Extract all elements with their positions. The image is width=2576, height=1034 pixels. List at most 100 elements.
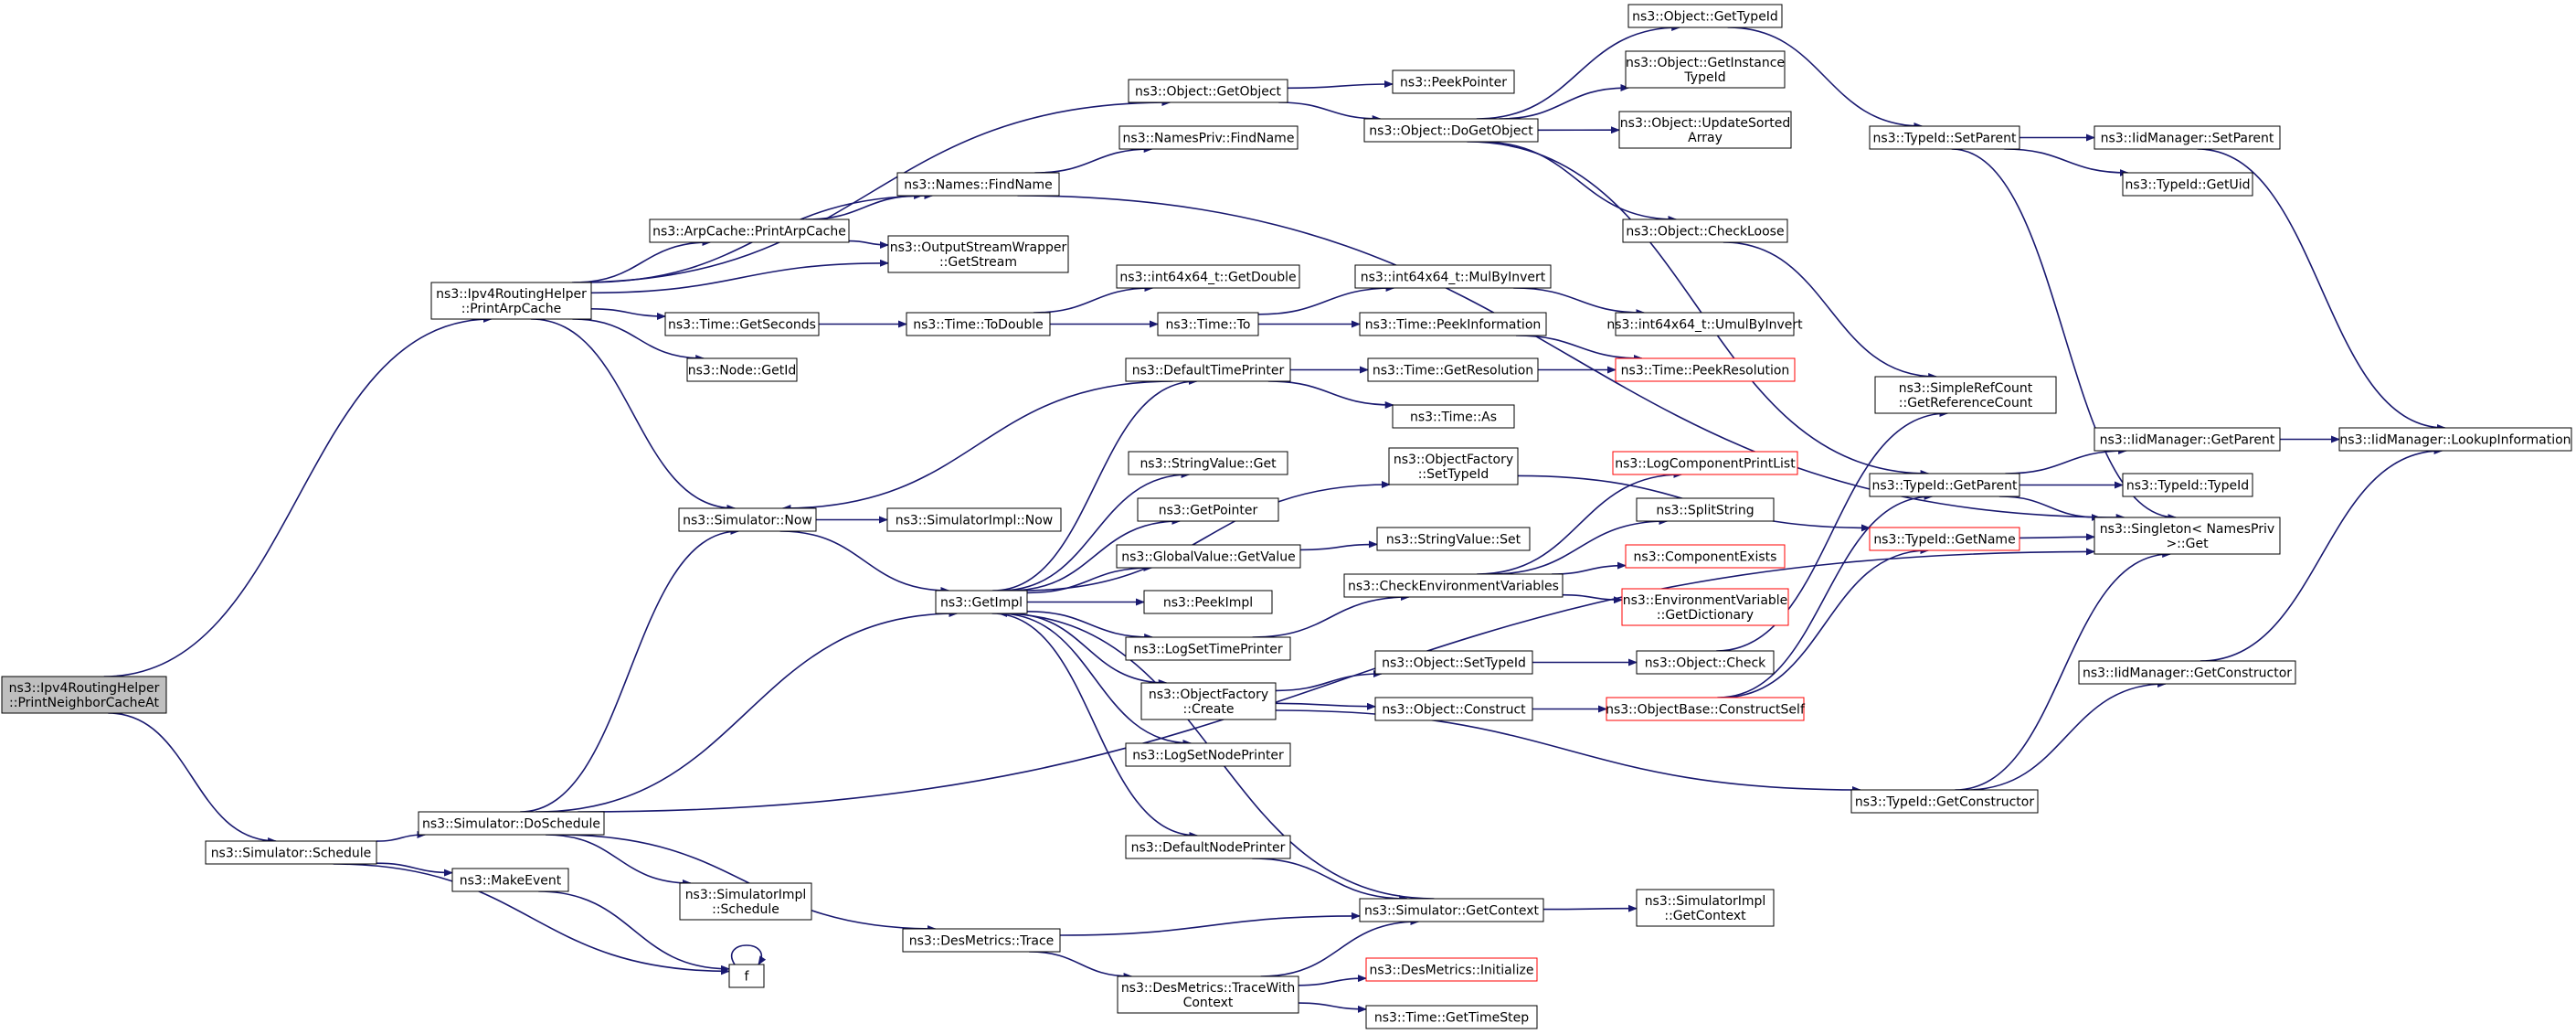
node-globalValueGetValue[interactable]: ns3::GlobalValue::GetValue	[1116, 544, 1301, 569]
node-objFactorySetTypeId[interactable]: ns3::ObjectFactory::SetTypeId	[1388, 447, 1519, 485]
node-label: ns3::PeekImpl	[1163, 596, 1253, 611]
node-box	[1622, 219, 1788, 243]
node-objDoGetObject[interactable]: ns3::Object::DoGetObject	[1363, 118, 1539, 143]
node-label: ns3::DesMetrics::TraceWith	[1121, 981, 1295, 996]
node-logSetTimePrinter[interactable]: ns3::LogSetTimePrinter	[1125, 636, 1291, 661]
call-edge-printArpCache-to-nodeGetId	[572, 318, 705, 362]
node-objCheck[interactable]: ns3::Object::Check	[1636, 650, 1775, 675]
node-iidMgrSetParent[interactable]: ns3::IidManager::SetParent	[2094, 125, 2281, 150]
node-f[interactable]: f	[728, 964, 765, 988]
node-outputStreamGetStream[interactable]: ns3::OutputStreamWrapper::GetStream	[887, 235, 1069, 273]
node-box	[2122, 473, 2253, 497]
node-peekImpl[interactable]: ns3::PeekImpl	[1143, 590, 1273, 614]
node-splitString[interactable]: ns3::SplitString	[1636, 497, 1775, 522]
node-envVarGetDict[interactable]: ns3::EnvironmentVariable::GetDictionary	[1621, 588, 1789, 626]
node-getImpl[interactable]: ns3::GetImpl	[935, 590, 1028, 614]
node-getContext[interactable]: ns3::Simulator::GetContext	[1359, 898, 1544, 922]
node-timeTo[interactable]: ns3::Time::To	[1157, 312, 1259, 336]
node-nodeGetId[interactable]: ns3::Node::GetId	[686, 357, 798, 382]
call-edge-desTraceWith-to-desInit	[1298, 975, 1367, 986]
node-timePeekInformation[interactable]: ns3::Time::PeekInformation	[1359, 312, 1547, 336]
call-edge-printArpCache-to-arpPrintArpCache	[573, 239, 712, 283]
node-simImplNow[interactable]: ns3::SimulatorImpl::Now	[886, 507, 1062, 532]
node-printArpCache[interactable]: ns3::Ipv4RoutingHelper::PrintArpCache	[430, 282, 592, 320]
node-namesFindName[interactable]: ns3::Names::FindName	[896, 172, 1060, 197]
node-componentExists[interactable]: ns3::ComponentExists	[1625, 544, 1786, 569]
node-simImplSchedule[interactable]: ns3::SimulatorImpl::Schedule	[679, 882, 812, 921]
node-namesPrivFindName[interactable]: ns3::NamesPriv::FindName	[1118, 125, 1299, 150]
node-label: ns3::Node::GetId	[688, 364, 796, 378]
call-edge-doSchedule-to-singletonGet	[578, 548, 2095, 813]
call-edge-globalValueGetValue-to-stringValueSet	[1299, 540, 1378, 551]
call-edge-typeIdGetParent-to-iidMgrGetParent	[2005, 447, 2128, 474]
call-edge-iidMgrGetConstructor-to-iidMgrLookupInfo	[2200, 447, 2443, 662]
node-getPointer[interactable]: ns3::GetPointer	[1137, 497, 1279, 522]
node-defaultTimePrinter[interactable]: ns3::DefaultTimePrinter	[1125, 357, 1291, 382]
node-root[interactable]: ns3::Ipv4RoutingHelper::PrintNeighborCac…	[1, 676, 167, 714]
call-edge-objDoGetObject-to-objGetTypeId	[1476, 24, 1681, 120]
node-logSetNodePrinter[interactable]: ns3::LogSetNodePrinter	[1125, 742, 1291, 767]
node-iidMgrLookupInfo[interactable]: ns3::IidManager::LookupInformation	[2338, 427, 2572, 452]
node-label: ns3::MakeEvent	[460, 874, 562, 889]
node-defaultNodePrinter[interactable]: ns3::DefaultNodePrinter	[1125, 835, 1291, 859]
node-timeAs[interactable]: ns3::Time::As	[1392, 404, 1515, 429]
node-box	[1627, 4, 1783, 28]
node-objFactoryCreate[interactable]: ns3::ObjectFactory::Create	[1140, 682, 1277, 720]
node-timeGetSeconds[interactable]: ns3::Time::GetSeconds	[664, 312, 820, 336]
node-objSetTypeId[interactable]: ns3::Object::SetTypeId	[1374, 650, 1533, 675]
call-edge-getImpl-to-logSetTimePrinter	[1026, 611, 1154, 641]
node-desInit[interactable]: ns3::DesMetrics::Initialize	[1365, 957, 1538, 982]
node-getTimeStep[interactable]: ns3::Time::GetTimeStep	[1365, 1005, 1538, 1029]
node-label: ns3::CheckEnvironmentVariables	[1348, 580, 1559, 594]
node-schedule[interactable]: ns3::Simulator::Schedule	[205, 840, 377, 865]
node-int64GetDouble[interactable]: ns3::int64x64_t::GetDouble	[1116, 264, 1300, 289]
node-label: ns3::SimulatorImpl	[685, 888, 807, 902]
node-box	[1374, 697, 1533, 721]
node-objGetObject[interactable]: ns3::Object::GetObject	[1128, 79, 1288, 103]
node-objGetTypeId[interactable]: ns3::Object::GetTypeId	[1627, 4, 1783, 28]
node-timePeekResolution[interactable]: ns3::Time::PeekResolution	[1615, 357, 1796, 382]
node-timeToDouble[interactable]: ns3::Time::ToDouble	[906, 312, 1051, 336]
node-simNow[interactable]: ns3::Simulator::Now	[678, 507, 817, 532]
node-box	[1, 676, 167, 714]
node-box	[1118, 125, 1299, 150]
node-stringValueGet[interactable]: ns3::StringValue::Get	[1128, 451, 1288, 475]
node-arpPrintArpCache[interactable]: ns3::ArpCache::PrintArpCache	[649, 219, 850, 243]
node-label: ::SetTypeId	[1418, 467, 1489, 482]
node-iidMgrGetParent[interactable]: ns3::IidManager::GetParent	[2094, 427, 2281, 452]
node-objCheckLoose[interactable]: ns3::Object::CheckLoose	[1622, 219, 1788, 243]
node-label: ns3::SimpleRefCount	[1899, 381, 2033, 396]
node-simpleRefCount[interactable]: ns3::SimpleRefCount::GetReferenceCount	[1874, 376, 2057, 414]
node-typeIdGetName[interactable]: ns3::TypeId::GetName	[1869, 527, 2020, 551]
node-typeIdGetParent[interactable]: ns3::TypeId::GetParent	[1869, 473, 2020, 497]
node-timeGetResolution[interactable]: ns3::Time::GetResolution	[1367, 357, 1539, 382]
node-typeIdTypeId[interactable]: ns3::TypeId::TypeId	[2122, 473, 2253, 497]
node-box	[1140, 682, 1277, 720]
node-makeEvent[interactable]: ns3::MakeEvent	[451, 868, 569, 892]
node-typeIdSetParent[interactable]: ns3::TypeId::SetParent	[1869, 125, 2020, 150]
node-int64MulByInvert[interactable]: ns3::int64x64_t::MulByInvert	[1354, 264, 1552, 289]
node-label: ns3::TypeId::GetConstructor	[1855, 795, 2034, 810]
node-checkEnvVars[interactable]: ns3::CheckEnvironmentVariables	[1343, 573, 1564, 598]
node-peekPointer[interactable]: ns3::PeekPointer	[1392, 69, 1515, 94]
node-singletonGet[interactable]: ns3::Singleton< NamesPriv>::Get	[2094, 517, 2281, 555]
node-label: ns3::Time::GetResolution	[1373, 364, 1533, 378]
node-desTrace[interactable]: ns3::DesMetrics::Trace	[902, 928, 1061, 953]
node-int64UmulByInvert[interactable]: ns3::int64x64_t::UmulByInvert	[1606, 312, 1803, 336]
node-objConstruct[interactable]: ns3::Object::Construct	[1374, 697, 1533, 721]
node-label: ns3::ObjectBase::ConstructSelf	[1606, 703, 1806, 718]
node-logComponentPrintList[interactable]: ns3::LogComponentPrintList	[1612, 451, 1798, 475]
node-doSchedule[interactable]: ns3::Simulator::DoSchedule	[418, 811, 605, 836]
node-box	[1365, 1005, 1538, 1029]
node-stringValueSet[interactable]: ns3::StringValue::Set	[1376, 527, 1531, 551]
node-simImplGetContext[interactable]: ns3::SimulatorImpl::GetContext	[1636, 889, 1775, 927]
node-objBaseConstructSelf[interactable]: ns3::ObjectBase::ConstructSelf	[1606, 697, 1806, 721]
node-typeIdGetConstructor[interactable]: ns3::TypeId::GetConstructor	[1850, 789, 2039, 814]
node-label: Context	[1183, 996, 1234, 1010]
call-edge-namesFindName-to-singletonGet	[1017, 195, 2125, 521]
node-iidMgrGetConstructor[interactable]: ns3::IidManager::GetConstructor	[2078, 660, 2296, 685]
node-typeIdGetUid[interactable]: ns3::TypeId::GetUid	[2122, 172, 2253, 197]
